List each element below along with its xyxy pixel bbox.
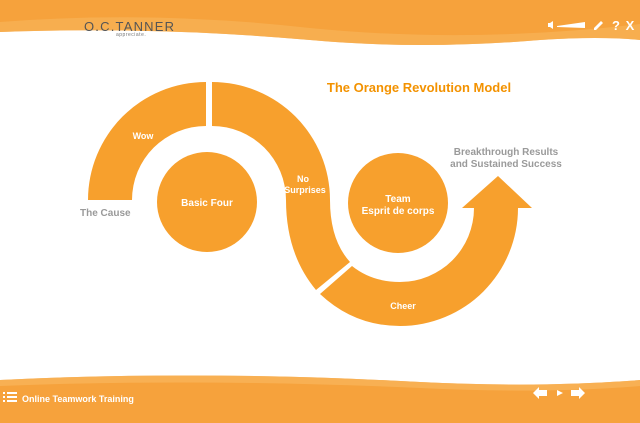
brand-logo: O.C.TANNER	[84, 19, 176, 34]
brand-logo-tagline: appreciate.	[116, 32, 147, 38]
label-breakthrough-line2: and Sustained Success	[450, 159, 562, 170]
close-button[interactable]: X	[625, 17, 635, 33]
next-button[interactable]	[570, 386, 586, 400]
footer-bar	[0, 375, 640, 423]
back-arrow-icon	[533, 387, 547, 399]
label-esprit-de-corps: Esprit de corps	[362, 206, 435, 217]
volume-control[interactable]	[547, 17, 587, 33]
play-button[interactable]	[555, 386, 565, 400]
label-wow: Wow	[133, 131, 155, 141]
label-surprises: Surprises	[284, 185, 326, 195]
forward-arrow-icon	[571, 387, 585, 399]
arc-wow	[88, 82, 206, 200]
label-team: Team	[385, 194, 410, 205]
diagram-title: The Orange Revolution Model	[327, 80, 511, 95]
orange-revolution-diagram: The Orange Revolution Model The Cause Br…	[80, 80, 562, 326]
pencil-icon	[594, 21, 603, 30]
help-button[interactable]: ?	[612, 17, 620, 33]
menu-button[interactable]	[3, 390, 17, 402]
arc-cheer	[320, 176, 532, 326]
course-title: Online Teamwork Training	[22, 394, 134, 404]
arc-no-surprises	[212, 82, 350, 290]
label-breakthrough-line1: Breakthrough Results	[454, 147, 559, 158]
label-no: No	[297, 174, 309, 184]
circle-team	[348, 153, 448, 253]
label-the-cause: The Cause	[80, 208, 131, 219]
speaker-icon	[548, 21, 585, 29]
circle-basic-four	[157, 152, 257, 252]
play-icon	[557, 390, 563, 396]
back-button[interactable]	[532, 386, 548, 400]
edit-button[interactable]	[592, 17, 606, 33]
header-bar	[0, 0, 640, 45]
label-basic-four: Basic Four	[181, 198, 233, 209]
label-cheer: Cheer	[390, 301, 416, 311]
list-icon	[3, 392, 17, 402]
